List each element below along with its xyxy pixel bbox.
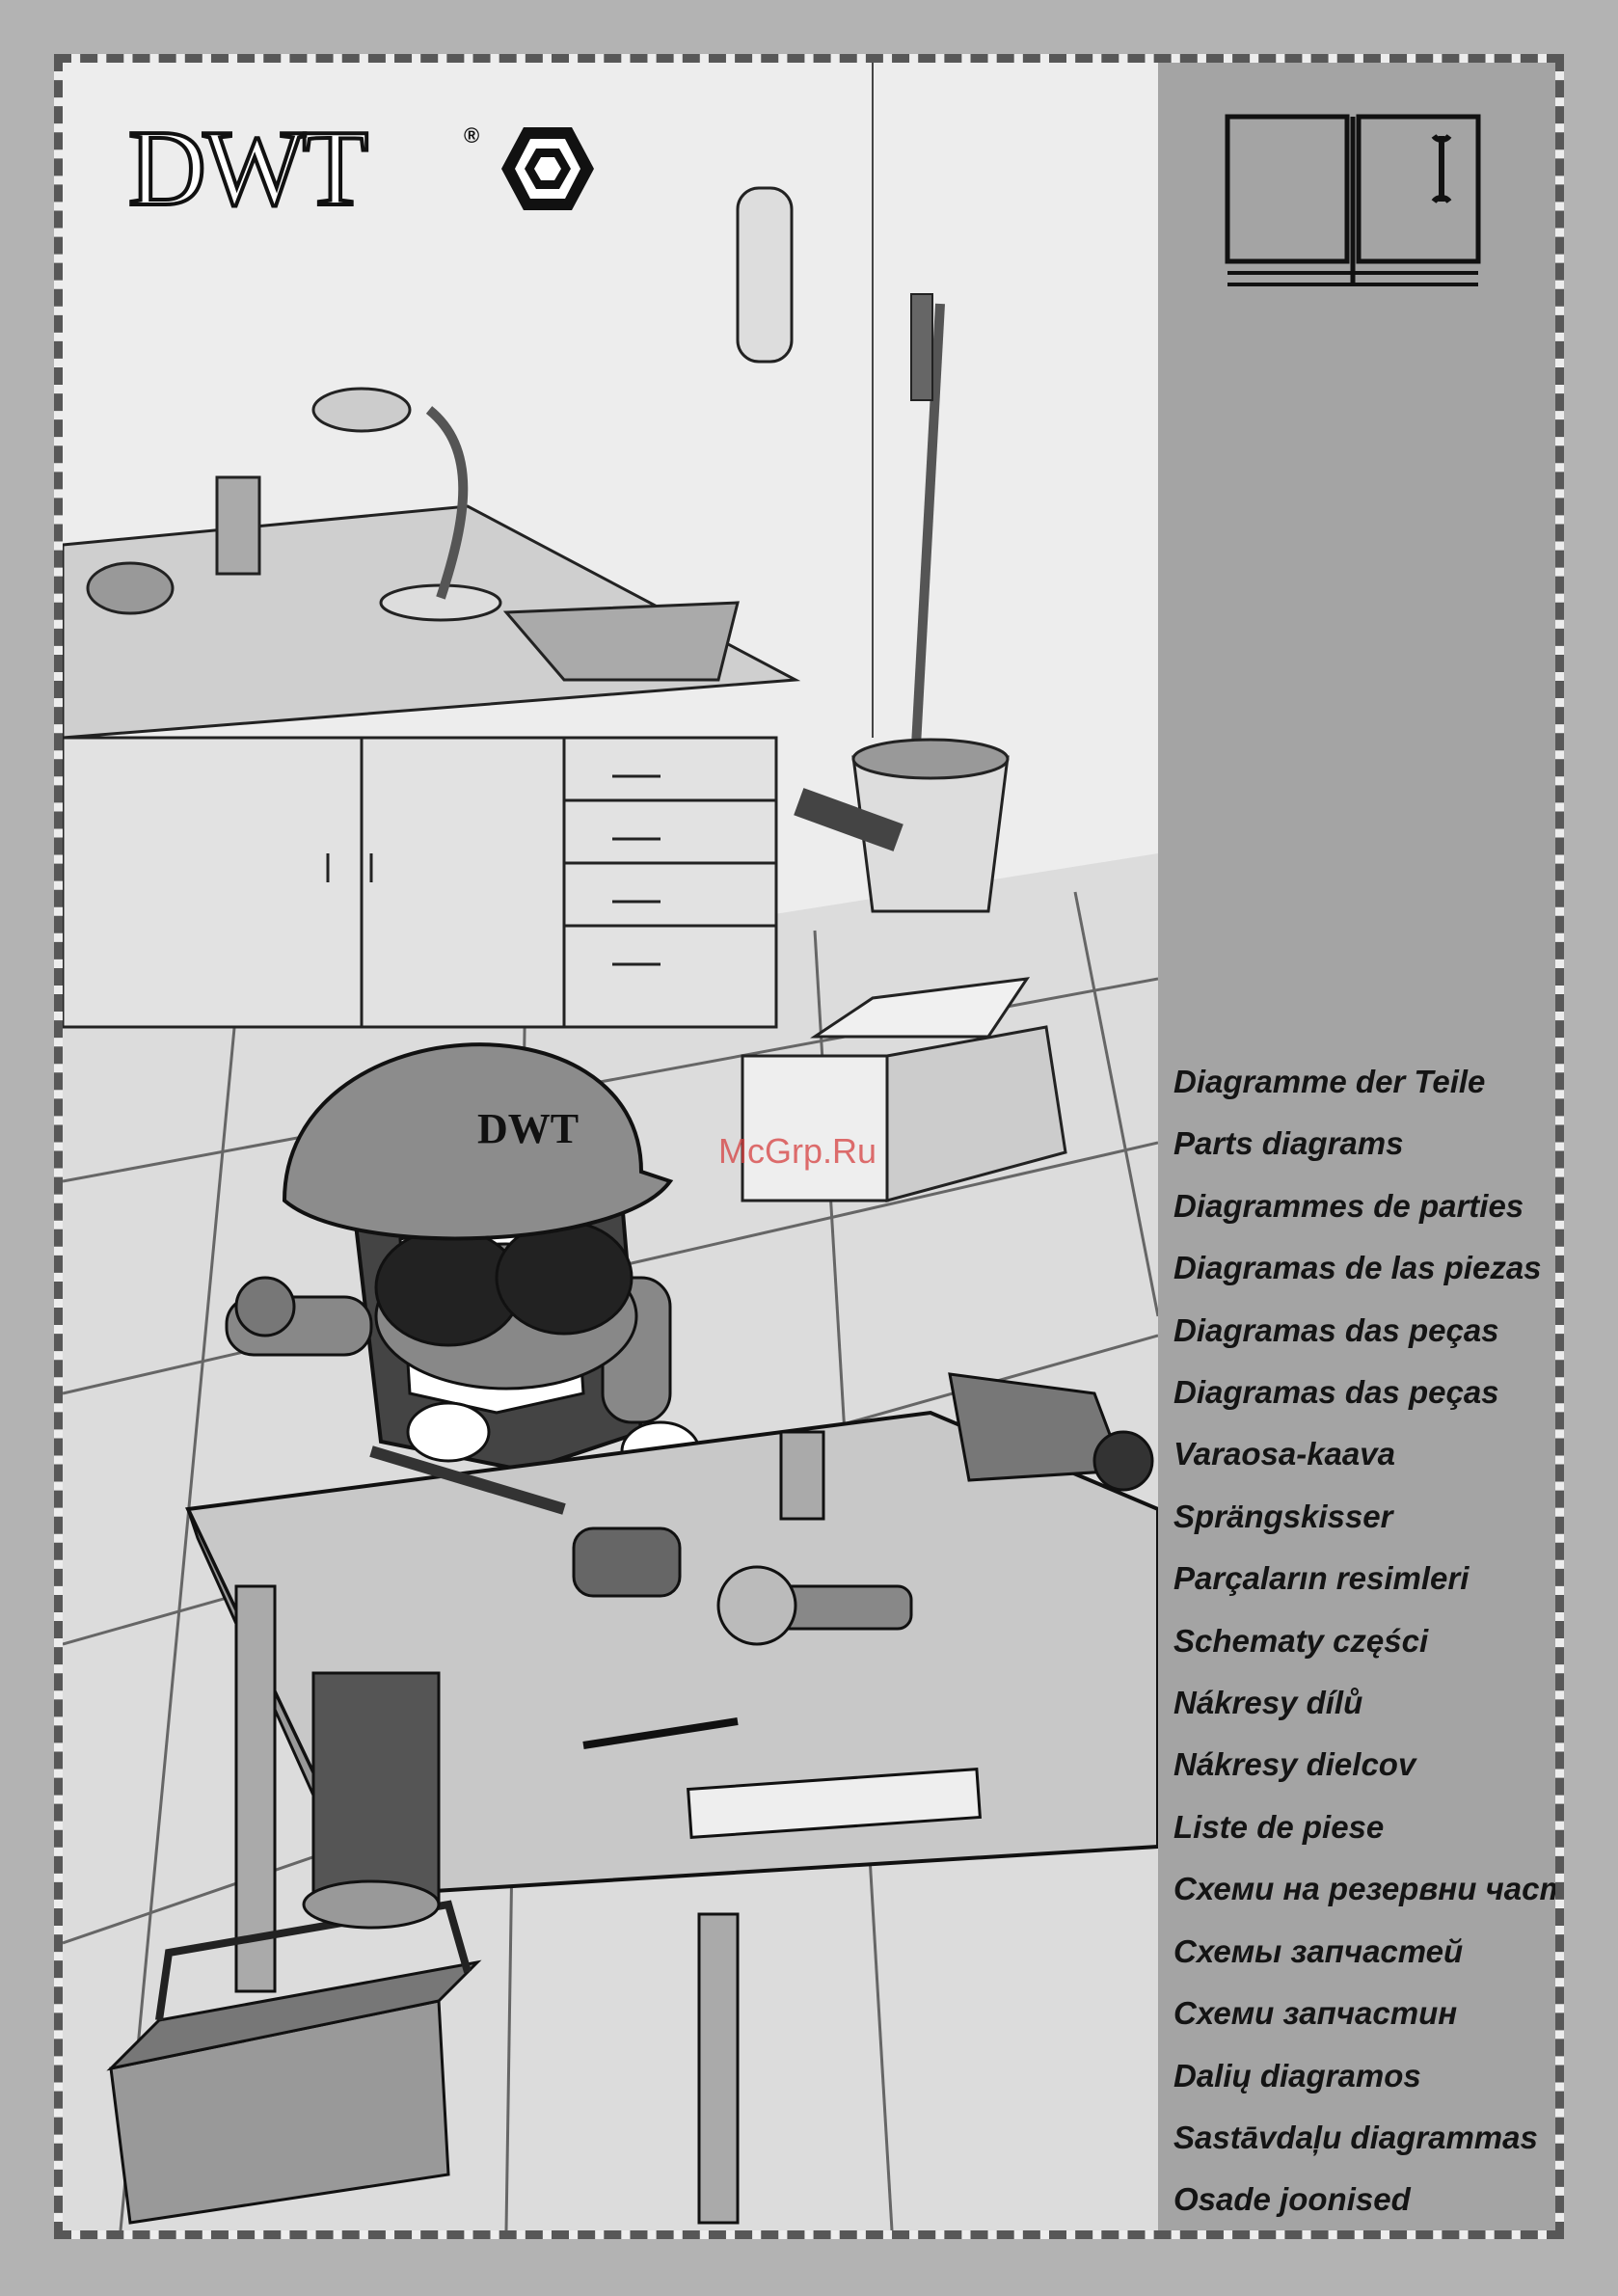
helmet-logo: DWT — [477, 1105, 579, 1152]
worker-legs — [311, 1671, 441, 1906]
title-de: Diagramme der Teile — [1173, 1064, 1486, 1099]
title-es: Diagramas de las piezas — [1173, 1250, 1542, 1286]
title-ro: Liste de piese — [1173, 1808, 1385, 1845]
title-bg: Схеми на резервни части — [1173, 1871, 1564, 1907]
gear — [86, 561, 175, 615]
workshop-illustration: DWT — [63, 63, 1158, 2230]
title-cs: Nákresy dílů — [1173, 1685, 1363, 1721]
motor-coil — [572, 1526, 682, 1598]
title-fi: Varaosa-kaava — [1173, 1436, 1395, 1472]
title-et: Osade joonised — [1173, 2181, 1411, 2218]
title-pt: Diagramas das peças — [1173, 1311, 1499, 1348]
title-ru: Схемы запчастей — [1173, 1932, 1464, 1969]
fire-extinguisher — [736, 186, 794, 364]
manual-book-wrench-icon — [1225, 114, 1481, 286]
back-bench-cabinet — [63, 736, 778, 1029]
power-strip — [687, 1767, 982, 1840]
anvil — [502, 601, 740, 682]
title-uk: Схеми запчастин — [1173, 1995, 1458, 2032]
language-sidebar — [1158, 63, 1555, 2230]
language-title-list: Diagramme der Teile Parts diagrams Diagr… — [1173, 1051, 1564, 2230]
hex-nut-logo-icon — [501, 127, 594, 210]
worker-glove — [406, 1401, 491, 1463]
logo-wordmark: DWT — [126, 109, 370, 229]
desk-lamp — [311, 387, 412, 433]
dwt-logo: DWT ® — [126, 109, 630, 229]
title-pl: Schematy części — [1173, 1622, 1429, 1659]
title-sv: Sprängskisser — [1173, 1498, 1393, 1534]
parts-box — [741, 1054, 889, 1202]
hard-hat — [282, 1042, 674, 1241]
watermark: McGrp.Ru — [718, 1131, 877, 1171]
table-leg — [234, 1584, 277, 1993]
title-lv: Sastāvdaļu diagrammas — [1173, 2119, 1538, 2155]
title-lt: Dalių diagramos — [1173, 2057, 1421, 2093]
title-pt-2: Diagramas das peças — [1173, 1374, 1499, 1411]
title-tr: Parçaların resimleri — [1173, 1560, 1470, 1597]
soldering-iron — [369, 1445, 566, 1515]
title-fr: Diagrammes de parties — [1173, 1187, 1524, 1224]
oil-bottle — [215, 475, 261, 576]
title-sk: Nákresy dielcov — [1173, 1746, 1416, 1783]
cover-frame: DWT DWT — [54, 54, 1564, 2239]
screwdriver — [582, 1717, 739, 1749]
registered-mark: ® — [464, 123, 480, 148]
title-en: Parts diagrams — [1173, 1125, 1404, 1162]
